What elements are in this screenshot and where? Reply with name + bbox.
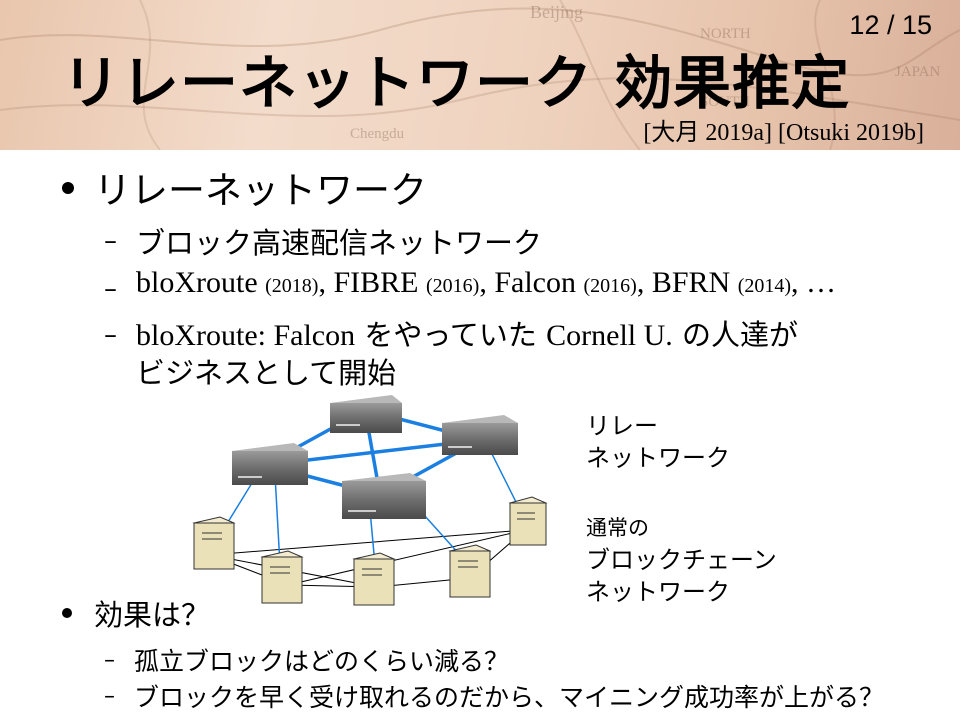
bloxroute-falcon-text: bloXroute: Falcon: [136, 319, 356, 352]
label-line: リレー: [586, 412, 658, 440]
sub-bullet-orphan-blocks: 孤立ブロックはどのくらい減る？: [134, 647, 510, 676]
relay-year: (2018): [265, 275, 319, 297]
bullet-relay-network: リレーネットワーク: [94, 169, 427, 212]
map-label: JAPAN: [895, 64, 941, 80]
relay-name: Falcon: [494, 266, 576, 299]
label-line: 通常の: [586, 516, 649, 540]
title-banner: Beijing NORTH JAPAN SOUTH Chengdu 12 / 1…: [0, 0, 960, 150]
normal-network-label: 通常の ブロックチェーン ネットワーク: [586, 512, 777, 608]
separator: ,: [479, 266, 487, 299]
rack-server-icon: [330, 395, 402, 433]
relay-name: FIBRE: [333, 266, 419, 299]
sub-bullet-mining-success: ブロックを早く受け取れるのだから、マイニング成功率が上がる？: [134, 683, 885, 712]
bullet-dot: [62, 608, 72, 618]
relay-year: (2016): [426, 275, 480, 297]
rack-server-icon: [442, 415, 518, 455]
sub-bullet-bloxroute-origin-line2: ビジネスとして開始: [136, 356, 397, 390]
tower-pc-icon: [260, 550, 304, 604]
sub-bullet-dash: –: [104, 226, 117, 256]
sub-bullet-dash: –: [104, 684, 115, 709]
sub-bullet-fast-block-delivery: ブロック高速配信ネットワーク: [136, 226, 543, 260]
sub-bullet-dash: –: [104, 320, 117, 350]
sub-bullet-dash: –: [104, 274, 117, 304]
rack-server-icon: [232, 443, 308, 485]
tower-pc-icon: [352, 552, 396, 606]
text-fragment: をやっていた: [355, 318, 547, 352]
relay-year: (2014): [737, 275, 792, 297]
relay-name: BFRN: [651, 266, 731, 299]
bullet-effect: 効果は？: [94, 598, 211, 632]
separator: ,: [636, 266, 645, 299]
network-diagram: [192, 395, 548, 606]
map-label: SOUTH: [700, 94, 751, 110]
page-number: 12 / 15: [849, 10, 932, 40]
label-line: ブロックチェーン: [586, 546, 777, 574]
sub-bullet-relay-examples: bloXroute (2018), FIBRE (2016), Falcon (…: [136, 266, 836, 300]
relay-year: (2016): [583, 275, 637, 297]
relay-name: bloXroute: [136, 266, 258, 299]
page-title: リレーネットワーク 効果推定: [62, 49, 851, 117]
label-line: ネットワーク: [586, 578, 730, 606]
map-background-graphic: [0, 0, 960, 150]
sub-bullet-dash: –: [104, 648, 115, 673]
cornell-text: Cornell U.: [546, 319, 673, 352]
tower-pc-icon: [508, 496, 548, 546]
tower-pc-icon: [192, 516, 236, 570]
label-line: ネットワーク: [586, 444, 730, 472]
sub-bullet-bloxroute-origin: bloXroute: Falcon をやっていた Cornell U. の人達が: [136, 312, 798, 354]
rack-server-icon: [342, 473, 426, 519]
ellipsis: , …: [791, 266, 837, 299]
relay-network-label: リレー ネットワーク: [586, 410, 730, 474]
tower-pc-icon: [448, 544, 492, 598]
map-label: Beijing: [530, 2, 583, 22]
map-label: NORTH: [700, 26, 751, 42]
normal-network-links: [209, 529, 526, 588]
separator: ,: [318, 266, 326, 299]
map-label: Chengdu: [350, 126, 405, 142]
text-fragment: の人達が: [672, 318, 799, 352]
citation: [大月 2019a] [Otsuki 2019b]: [643, 120, 924, 146]
bullet-dot: [62, 182, 74, 194]
